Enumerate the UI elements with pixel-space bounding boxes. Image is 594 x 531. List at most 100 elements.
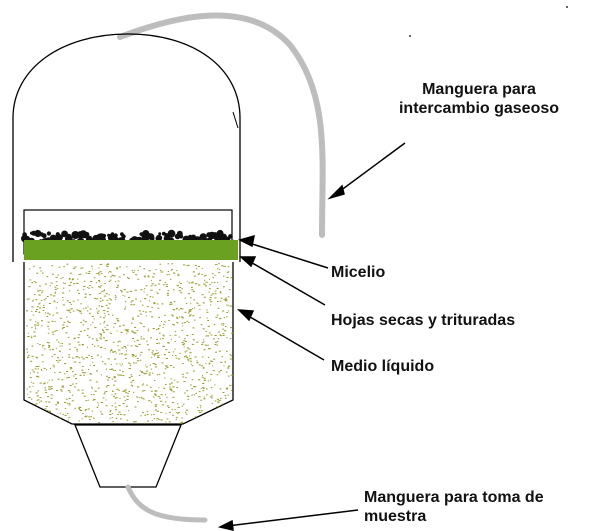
medium-speckle: [84, 410, 87, 412]
medium-speckle: [120, 418, 122, 420]
medium-speckle: [156, 338, 158, 340]
medium-speckle: [26, 388, 28, 390]
medium-speckle: [31, 369, 34, 371]
medium-speckle: [88, 369, 90, 370]
medium-speckle: [142, 338, 145, 340]
medium-speckle: [191, 282, 194, 284]
medium-speckle: [205, 363, 207, 365]
medium-speckle: [109, 369, 112, 370]
medium-speckle: [46, 316, 49, 317]
medium-speckle: [158, 387, 160, 389]
medium-speckle: [117, 341, 119, 343]
medium-speckle: [155, 394, 157, 396]
medium-speckle: [127, 297, 131, 298]
medium-speckle: [144, 414, 147, 416]
medium-speckle: [132, 331, 135, 333]
medium-speckle: [28, 354, 30, 356]
medium-speckle: [109, 417, 111, 419]
medium-speckle: [211, 395, 213, 397]
medium-speckle: [177, 406, 180, 408]
medium-speckle: [219, 292, 222, 294]
medium-speckle: [227, 266, 230, 268]
bottom-funnel: [74, 424, 182, 488]
arrowhead-sample-hose: [217, 519, 234, 531]
medium-speckle: [214, 341, 217, 343]
medium-speckle: [40, 368, 42, 370]
medium-speckle: [131, 375, 133, 377]
label-sample-hose-line1: Manguera para toma de: [364, 489, 544, 506]
medium-speckle: [166, 367, 169, 369]
medium-speckle: [124, 354, 127, 356]
mycelium-blob: [210, 232, 216, 238]
sample-hose: [125, 484, 208, 523]
medium-speckle: [173, 301, 176, 303]
medium-speckle: [204, 285, 207, 287]
medium-speckle: [200, 387, 203, 389]
medium-speckle: [132, 318, 134, 320]
medium-speckle: [46, 312, 50, 314]
medium-speckle: [30, 360, 33, 362]
medium-speckle: [110, 350, 113, 351]
medium-speckle: [154, 354, 156, 356]
medium-speckle: [198, 272, 201, 274]
medium-speckle: [26, 348, 28, 350]
medium-speckle: [225, 387, 229, 389]
medium-speckle: [198, 304, 201, 306]
medium-speckle: [170, 378, 172, 380]
medium-speckle: [62, 292, 65, 294]
medium-speckle: [61, 386, 64, 388]
medium-speckle: [81, 356, 83, 358]
medium-speckle: [99, 286, 101, 288]
medium-speckle: [60, 278, 62, 280]
medium-speckle: [112, 275, 114, 277]
medium-speckle: [30, 335, 32, 337]
medium-speckle: [156, 329, 158, 331]
medium-speckle: [68, 343, 71, 345]
medium-speckle: [38, 294, 40, 296]
medium-speckle: [132, 356, 134, 358]
medium-speckle: [208, 348, 210, 350]
medium-speckle: [210, 379, 212, 381]
medium-speckle: [144, 276, 146, 278]
medium-speckle: [53, 295, 56, 297]
medium-speckle: [137, 278, 140, 280]
medium-speckle: [209, 297, 212, 298]
medium-speckle: [50, 388, 52, 390]
medium-speckle: [187, 358, 190, 360]
medium-speckle: [131, 270, 134, 272]
medium-speckle: [152, 350, 154, 352]
medium-speckle: [108, 294, 110, 296]
medium-speckle: [186, 280, 188, 282]
medium-speckle: [150, 368, 153, 370]
medium-speckle: [197, 274, 200, 275]
medium-speckle: [172, 351, 175, 353]
medium-speckle: [185, 413, 188, 415]
medium-speckle: [90, 281, 93, 282]
medium-speckle: [62, 356, 64, 358]
medium-speckle: [115, 280, 117, 282]
medium-speckle: [187, 321, 190, 323]
medium-speckle: [114, 393, 117, 395]
medium-speckle: [134, 326, 137, 328]
medium-speckle: [127, 344, 129, 346]
medium-speckle: [134, 332, 137, 334]
medium-speckle: [116, 363, 118, 365]
medium-speckle: [125, 330, 128, 331]
medium-speckle: [163, 324, 165, 326]
medium-speckle: [127, 278, 130, 279]
medium-speckle: [143, 372, 145, 374]
medium-speckle: [91, 338, 94, 340]
medium-speckle: [69, 284, 72, 286]
medium-speckle: [96, 406, 99, 408]
medium-speckle: [166, 274, 168, 276]
arrowhead-dry-leaves: [239, 256, 257, 268]
medium-speckle: [33, 335, 35, 337]
medium-speckle: [124, 295, 126, 297]
label-liquid-medium: Medio líquido: [331, 358, 435, 375]
medium-speckle: [57, 357, 60, 359]
medium-speckle: [186, 390, 189, 392]
medium-speckle: [32, 385, 34, 387]
medium-speckle: [164, 401, 167, 403]
medium-speckle: [44, 283, 47, 285]
medium-speckle: [86, 328, 90, 330]
